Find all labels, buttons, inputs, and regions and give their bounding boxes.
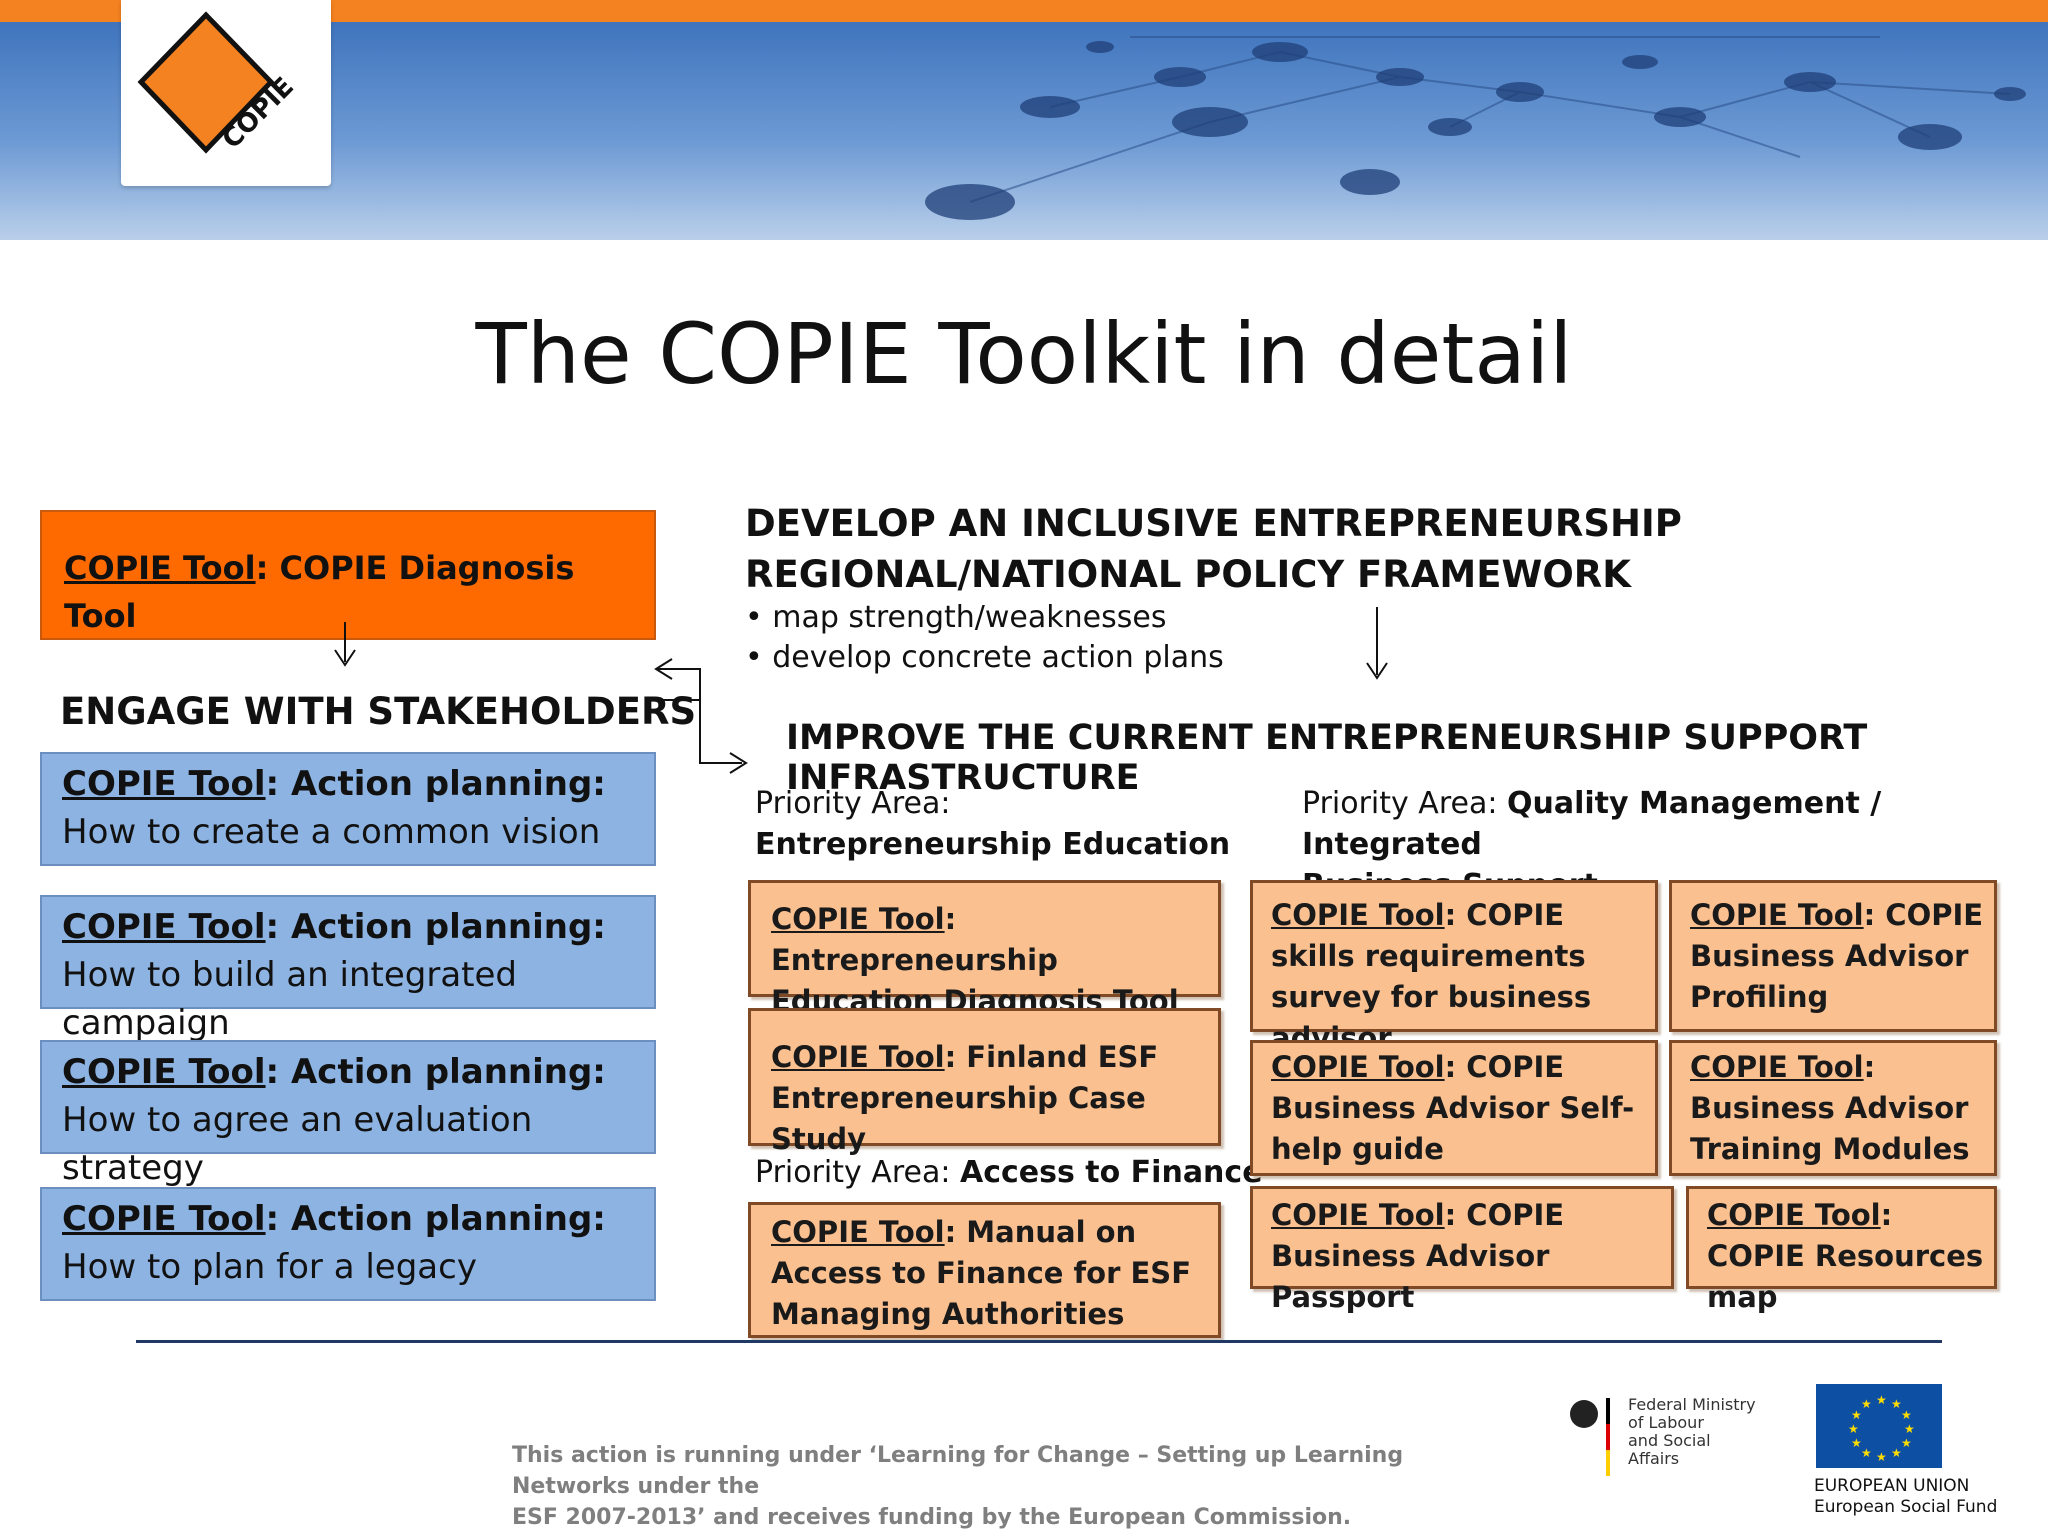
ministry-line-3: and Social Affairs: [1628, 1431, 1711, 1468]
priority-education: Priority Area: Entrepreneurship Educatio…: [755, 783, 1230, 865]
tool-prefix: COPIE Tool: [64, 549, 256, 587]
tool-prefix: COPIE Tool: [771, 902, 945, 936]
svg-text:★: ★: [1848, 1422, 1859, 1436]
tool-prefix: COPIE Tool: [62, 907, 266, 947]
svg-text:★: ★: [1901, 1408, 1912, 1422]
tool-name: COPIE Diagnosis Tool: [64, 549, 575, 635]
tool-prefix: COPIE Tool: [62, 1199, 266, 1239]
tool-rest: : Business Advisor Training Modules: [1690, 1050, 1970, 1166]
tool-rest: : COPIE Business Advisor Profiling: [1690, 898, 1984, 1014]
develop-heading: DEVELOP AN INCLUSIVE ENTREPRENEURSHIP RE…: [745, 498, 1682, 600]
tool-label: : Action planning:: [265, 764, 606, 804]
tool-box-passport[interactable]: COPIE Tool: COPIE Business Advisor Passp…: [1250, 1186, 1674, 1314]
develop-heading-line-1: DEVELOP AN INCLUSIVE ENTREPRENEURSHIP: [745, 502, 1682, 545]
header-accent-bar: [0, 0, 2048, 22]
tool-rest: : COPIE Business Advisor Self-help guide: [1271, 1050, 1635, 1166]
action-plan-box-4[interactable]: COPIE Tool: Action planning: How to plan…: [40, 1187, 656, 1301]
svg-text:★: ★: [1891, 1397, 1902, 1411]
tool-box-finance[interactable]: COPIE Tool: Manual on Access to Finance …: [748, 1202, 1221, 1338]
develop-heading-line-2: REGIONAL/NATIONAL POLICY FRAMEWORK: [745, 553, 1631, 596]
tool-rest: : COPIE skills requirements survey for b…: [1271, 898, 1592, 1055]
engage-heading: ENGAGE WITH STAKEHOLDERS: [60, 690, 697, 733]
svg-text:★: ★: [1851, 1408, 1862, 1422]
action-plan-box-3[interactable]: COPIE Tool: Action planning: How to agre…: [40, 1040, 656, 1188]
tool-colon: :: [255, 549, 280, 587]
eu-logo: ★★★ ★★★ ★★★ ★★★ EUROPEAN UNION European …: [1812, 1384, 2012, 1517]
tool-rest: How to agree an evaluation strategy: [62, 1100, 533, 1188]
bullet-item: map strength/weaknesses: [745, 598, 1224, 638]
tool-prefix: COPIE Tool: [1690, 1050, 1864, 1084]
ministry-line-2: of Labour: [1628, 1413, 1704, 1432]
eu-line-2: European Social Fund: [1814, 1497, 1998, 1517]
svg-text:★: ★: [1851, 1436, 1862, 1450]
page-title: The COPIE Toolkit in detail: [475, 305, 1573, 403]
svg-text:★: ★: [1891, 1446, 1902, 1460]
tool-rest: : COPIE Business Advisor Passport: [1271, 1198, 1565, 1314]
tool-prefix: COPIE Tool: [771, 1040, 945, 1074]
network-graphic: [925, 36, 2026, 220]
priority-finance: Priority Area: Access to Finance: [755, 1155, 1263, 1190]
eu-flag-icon: ★★★ ★★★ ★★★ ★★★: [1816, 1384, 1942, 1468]
tool-prefix: COPIE Tool: [62, 1052, 266, 1092]
tool-box-skills-survey[interactable]: COPIE Tool: COPIE skills requirements su…: [1250, 880, 1658, 1055]
action-plan-box-2[interactable]: COPIE Tool: Action planning: How to buil…: [40, 895, 656, 1043]
tool-box-self-help[interactable]: COPIE Tool: COPIE Business Advisor Self-…: [1250, 1040, 1658, 1176]
tool-rest: How to create a common vision: [62, 812, 601, 852]
tool-rest: : Finland ESF Entrepreneurship Case Stud…: [771, 1040, 1159, 1156]
svg-text:★: ★: [1876, 1450, 1887, 1464]
priority-prefix: Priority Area:: [755, 1155, 960, 1190]
eu-line-1: EUROPEAN UNION: [1814, 1476, 1970, 1496]
tool-label: : Action planning:: [265, 1052, 606, 1092]
copie-logo-graphic: COPIE: [137, 11, 300, 155]
tool-rest: How to plan for a legacy: [62, 1247, 477, 1287]
tool-box-profiling[interactable]: COPIE Tool: COPIE Business Advisor Profi…: [1669, 880, 1997, 1032]
tool-prefix: COPIE Tool: [1271, 1050, 1445, 1084]
footer-line-2: ESF 2007-2013’ and receives funding by t…: [512, 1505, 1352, 1530]
copie-logo: COPIE: [121, 0, 331, 186]
tool-prefix: COPIE Tool: [62, 764, 266, 804]
priority-prefix: Priority Area:: [1302, 786, 1507, 821]
tool-rest: : Manual on Access to Finance for ESF Ma…: [771, 1215, 1192, 1331]
priority-name-1: Quality Management / Integrated: [1302, 786, 1882, 862]
improve-heading: IMPROVE THE CURRENT ENTREPRENEURSHIP SUP…: [786, 718, 1868, 798]
tool-label: : Action planning:: [265, 907, 606, 947]
priority-name: Entrepreneurship Education: [755, 827, 1231, 862]
tool-label: : Action planning:: [265, 1199, 606, 1239]
tool-rest: How to build an integrated campaign: [62, 955, 517, 1043]
tool-box-training[interactable]: COPIE Tool: Business Advisor Training Mo…: [1669, 1040, 1997, 1176]
footer-funding-text: This action is running under ‘Learning f…: [512, 1440, 1512, 1533]
svg-text:★: ★: [1861, 1397, 1872, 1411]
tool-box-finland[interactable]: COPIE Tool: Finland ESF Entrepreneurship…: [748, 1008, 1221, 1156]
footer-divider: [136, 1340, 1942, 1343]
develop-bullets: map strength/weaknesses develop concrete…: [745, 598, 1224, 678]
tool-rest: : COPIE Resources map: [1707, 1198, 1984, 1314]
svg-text:★: ★: [1861, 1446, 1872, 1460]
action-plan-box-1[interactable]: COPIE Tool: Action planning: How to crea…: [40, 752, 656, 866]
tool-prefix: COPIE Tool: [1690, 898, 1864, 932]
ministry-line-1: Federal Ministry: [1628, 1395, 1756, 1414]
tool-prefix: COPIE Tool: [1271, 898, 1445, 932]
tool-box-edu-diagnosis[interactable]: COPIE Tool: Entrepreneurship Education D…: [748, 880, 1221, 1018]
diagnosis-tool-box[interactable]: COPIE Tool: COPIE Diagnosis Tool: [40, 510, 656, 640]
down-arrow-icon: [1366, 607, 1388, 680]
svg-text:★: ★: [1904, 1422, 1915, 1436]
tool-prefix: COPIE Tool: [1707, 1198, 1881, 1232]
tool-prefix: COPIE Tool: [1271, 1198, 1445, 1232]
svg-text:★: ★: [1876, 1393, 1887, 1407]
priority-prefix: Priority Area:: [755, 786, 951, 821]
footer-line-1: This action is running under ‘Learning f…: [512, 1443, 1404, 1499]
tool-prefix: COPIE Tool: [771, 1215, 945, 1249]
priority-name: Access to Finance: [960, 1155, 1263, 1190]
svg-text:★: ★: [1901, 1436, 1912, 1450]
down-arrow-icon: [334, 622, 356, 667]
bullet-item: develop concrete action plans: [745, 638, 1224, 678]
header-banner: [0, 22, 2048, 240]
eagle-emblem-icon: [1570, 1398, 1610, 1476]
connector-arrows-icon: [652, 658, 748, 774]
ministry-logo: Federal Ministry of Labour and Social Af…: [1562, 1392, 1762, 1492]
tool-box-resources[interactable]: COPIE Tool: COPIE Resources map: [1686, 1186, 1997, 1314]
